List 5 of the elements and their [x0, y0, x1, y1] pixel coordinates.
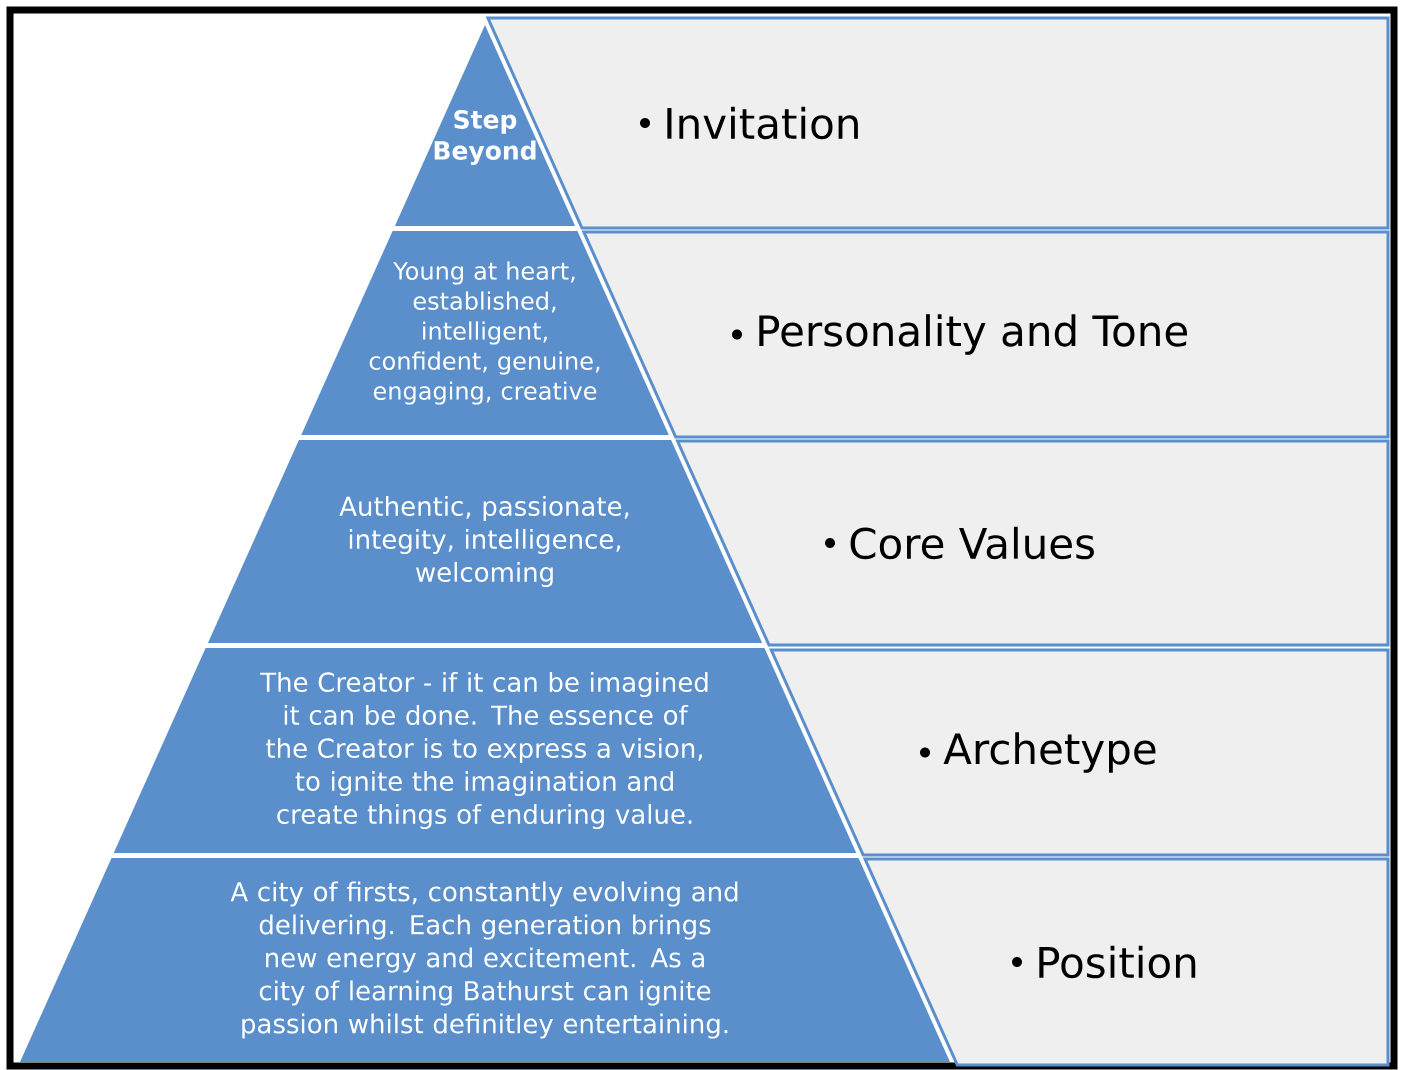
label-panel: Archetype: [769, 648, 1390, 857]
pyramid-tier: Step Beyond: [394, 25, 576, 226]
pyramid-tier: The Creator - if it can be imagined it can be done. The essence of the Creator is to express a vision, to ignite the imagination and create things of enduring value.: [113, 648, 857, 853]
pyramid-tier: Authentic, passionate, integity, intelligence, welcoming: [207, 440, 763, 643]
pyramid-tier: Young at heart, established, intelligent, confident, genuine, engaging, creative: [301, 231, 669, 435]
